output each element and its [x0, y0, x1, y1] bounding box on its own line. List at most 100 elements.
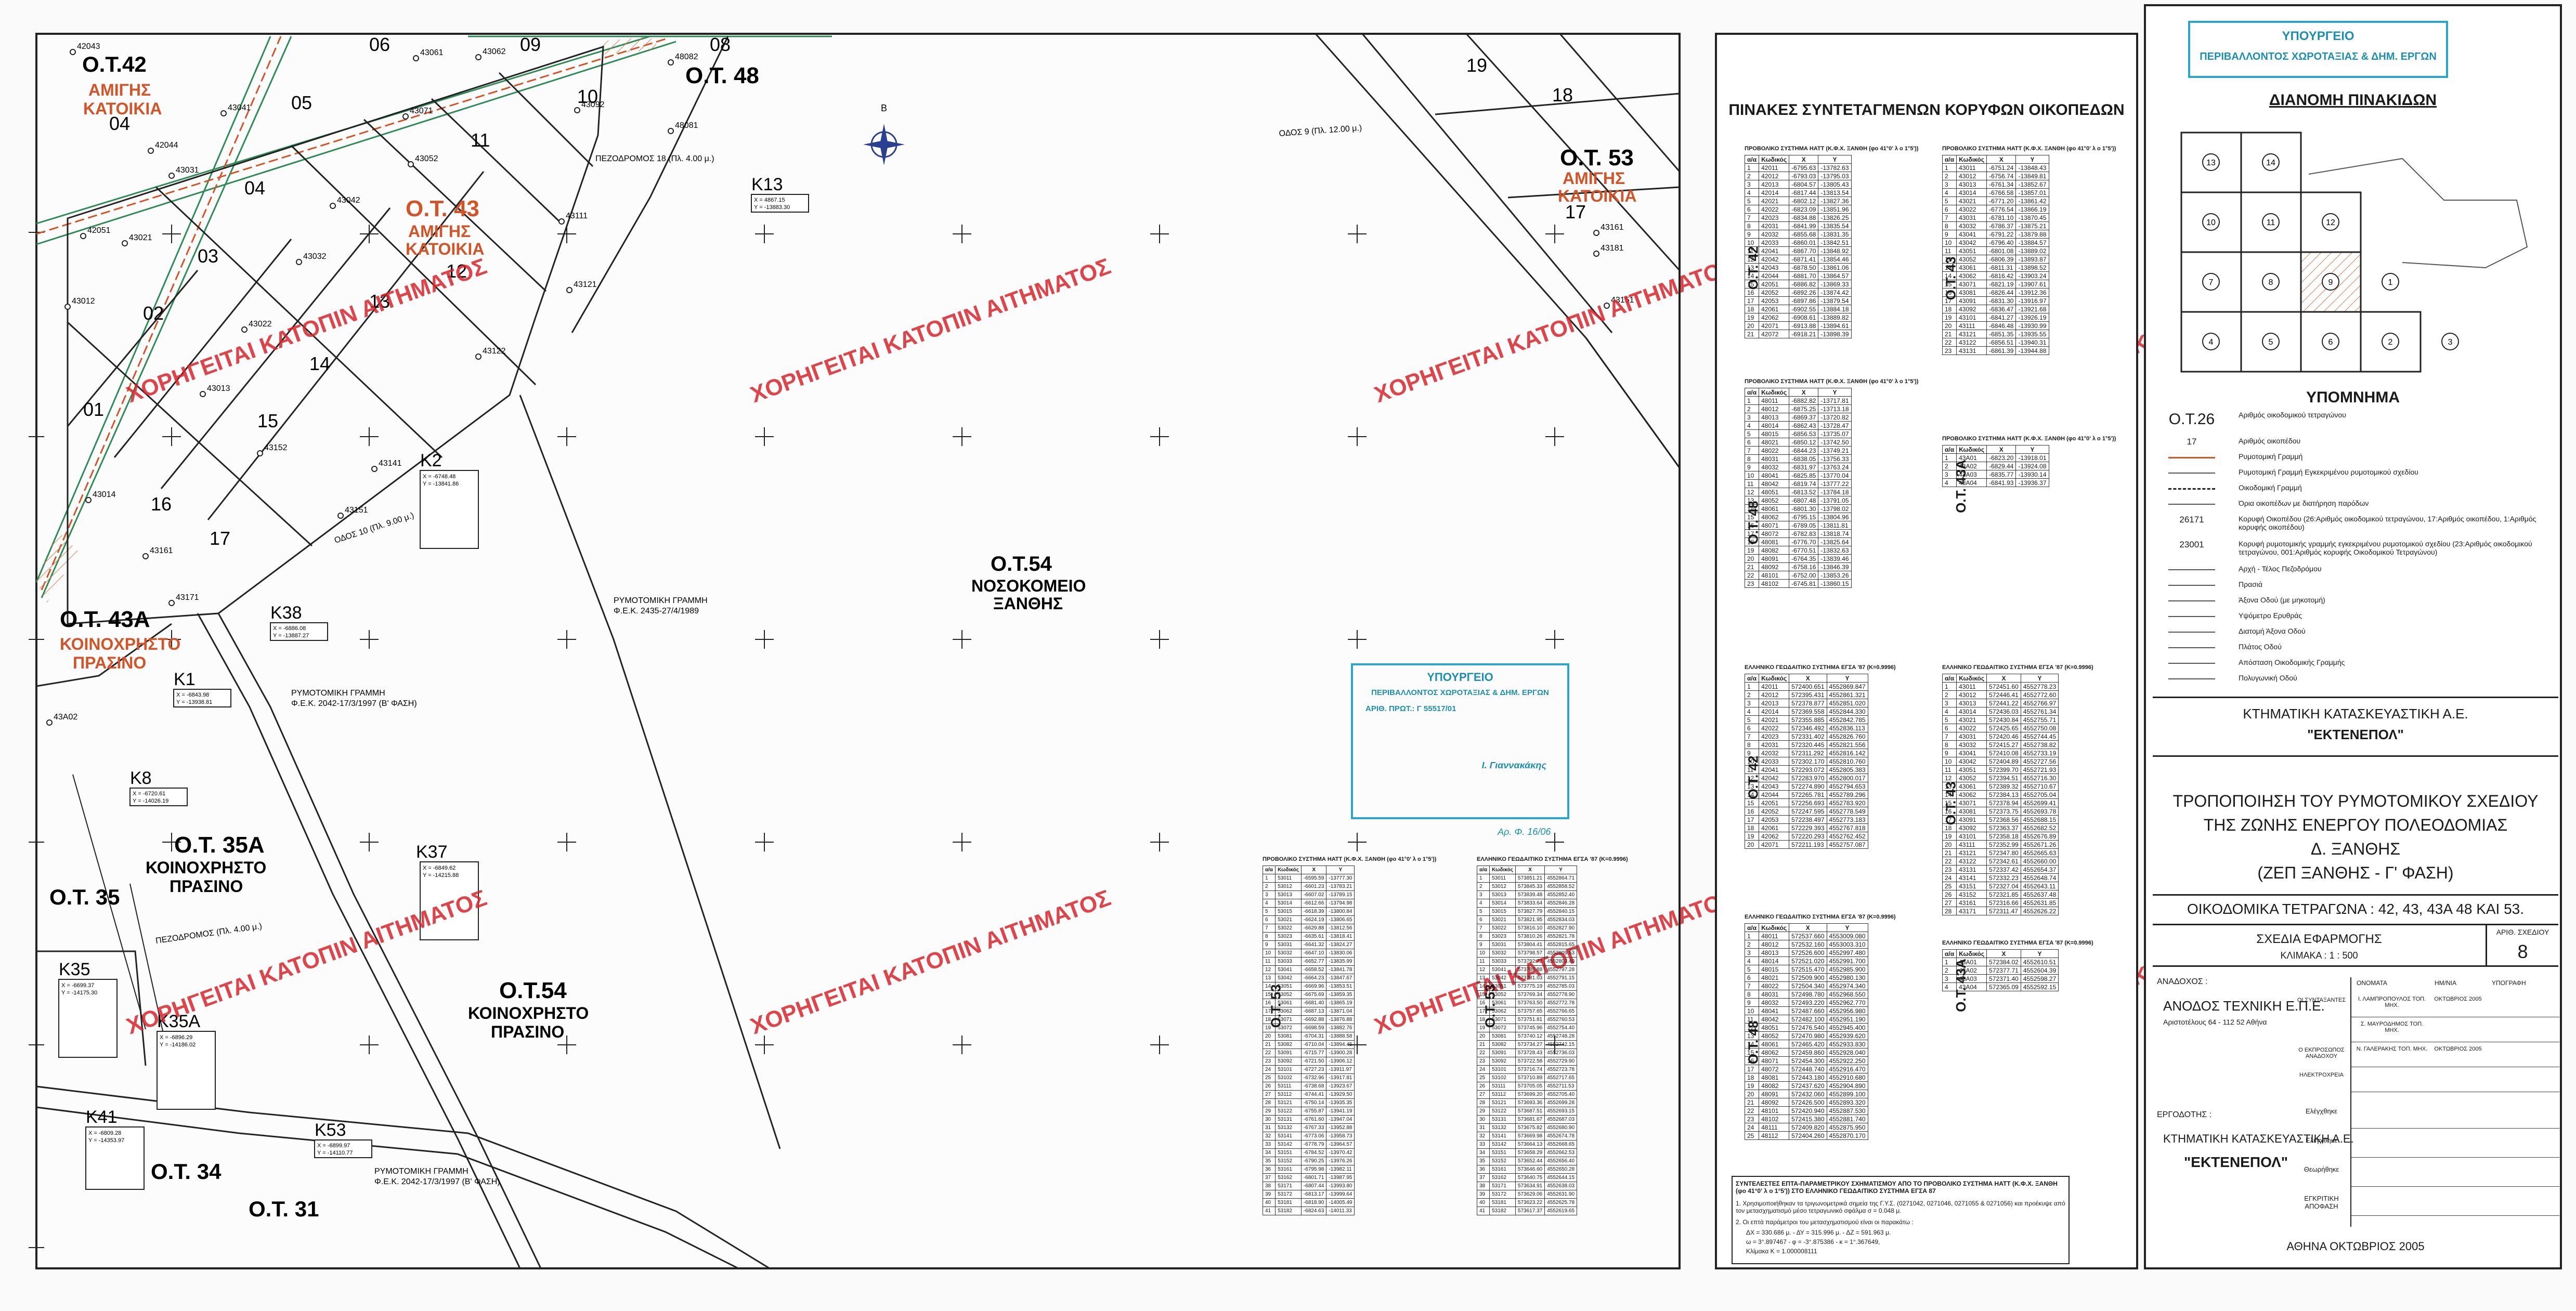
check-row-line — [2351, 1215, 2559, 1216]
table-cell: -13947.04 — [1326, 1115, 1355, 1124]
table-cell: 48112 — [1759, 1131, 1790, 1140]
table-header-cell: α/α — [1942, 949, 1957, 958]
parcel-19: 19 — [1466, 55, 1487, 76]
table-cell: 53182 — [1489, 1207, 1516, 1215]
table-cell: -6846.48 — [1986, 321, 2016, 330]
table-cell: 5 — [1744, 429, 1760, 438]
table-cell: 15 — [1942, 798, 1957, 807]
table-cell: -13841.78 — [1326, 965, 1355, 974]
block-OT53: Ο.Τ. 53 — [1560, 145, 1634, 171]
table-cell: -13911.97 — [1326, 1065, 1355, 1074]
table-cell: 43152 — [1956, 890, 1987, 899]
table-cell: 573687.51 — [1515, 1107, 1545, 1116]
table-cell: -6816.42 — [1986, 271, 2016, 280]
legend-symbol: 26171 — [2179, 515, 2204, 525]
table-cell: -6855.68 — [1789, 230, 1819, 239]
table-cell: 31 — [1476, 1123, 1490, 1132]
table-header-cell: Y — [1544, 866, 1578, 874]
table-cell: 42061 — [1759, 305, 1790, 313]
kpoint-K2: K2 — [420, 451, 442, 470]
table-cell: 572448.740 — [1789, 1065, 1827, 1073]
table-cell: 43A02 — [1956, 966, 1987, 975]
table-cell: 53172 — [1275, 1190, 1302, 1199]
table-cell: 43081 — [1956, 288, 1987, 297]
table-cell: -6612.66 — [1300, 899, 1327, 908]
map-frame — [35, 33, 1681, 1269]
table-cell: 43031 — [1956, 213, 1987, 222]
table-cell: 573646.60 — [1515, 1165, 1545, 1174]
table-cell: -6782.83 — [1789, 529, 1819, 538]
table-cell: 3 — [1744, 413, 1760, 422]
table-cell: 2 — [1942, 172, 1957, 180]
table-cell: 7 — [1942, 732, 1957, 741]
table-cell: 4552766.97 — [2020, 699, 2059, 707]
legend-text: Διατομή Άξονα Οδού — [2239, 627, 2306, 635]
table-cell: 42052 — [1759, 807, 1790, 816]
table-cell: 4552772.78 — [1544, 999, 1578, 1007]
table-cell: -13903.24 — [2015, 271, 2049, 280]
table-cell: 2 — [1942, 690, 1957, 699]
table-header-cell: X — [1300, 866, 1327, 874]
rl1-title: ΡΥΜΟΤΟΜΙΚΗ ΓΡΑΜΜΗ — [614, 596, 708, 605]
table-cell: 573810.26 — [1515, 932, 1545, 941]
table-cell: 7 — [1744, 213, 1760, 222]
table-cell: -13940.31 — [2015, 338, 2049, 347]
table-cell: -6871.41 — [1789, 255, 1819, 264]
table-cell: 21 — [1744, 1098, 1760, 1107]
block-OT35: Ο.Τ. 35 — [49, 885, 120, 909]
table-cell: -13842.51 — [1818, 238, 1852, 247]
legend-symbol: 17 — [2187, 437, 2197, 447]
check-label: Ελέγχθηκε — [2305, 1107, 2338, 1115]
vertex-marker — [70, 49, 76, 55]
table-cell: 573634.91 — [1515, 1182, 1545, 1190]
table-cell: 572504.340 — [1789, 981, 1827, 990]
table-cell: 4552791.15 — [1544, 974, 1578, 982]
table-cell: 4552821.556 — [1826, 740, 1868, 749]
table-cell: 53011 — [1275, 874, 1302, 883]
table-cell: 42021 — [1759, 196, 1790, 205]
table-cell: -13929.50 — [1326, 1090, 1355, 1099]
table-cell: 573798.57 — [1515, 949, 1545, 958]
table-cell: -6704.31 — [1300, 1032, 1327, 1041]
table-cell: 18 — [1744, 1073, 1760, 1082]
table-cell: -13851.96 — [1818, 205, 1852, 214]
kpoint-K35A-x: X = -6896.29 — [160, 1034, 192, 1041]
table-cell: -6851.35 — [1986, 330, 2016, 338]
table-cell: -6681.40 — [1300, 999, 1327, 1007]
table-cell: 4552852.40 — [1544, 890, 1578, 899]
sheet-number-circle — [2441, 333, 2459, 350]
kpoint-K37-x: X = -6849.62 — [423, 865, 456, 871]
table-cell: 4552668.65 — [1544, 1140, 1578, 1149]
table-cell: -6892.26 — [1789, 288, 1819, 297]
table-cell: 53171 — [1275, 1182, 1302, 1190]
ministry-stamp: ΥΠΟΥΡΓΕΙΟ ΠΕΡΙΒΑΛΛΟΝΤΟΣ ΧΩΡΟΤΑΞΙΑΣ & ΔΗΜ… — [2188, 21, 2448, 78]
table-cell: -13870.45 — [2015, 213, 2049, 222]
table-cell: 43092 — [1956, 823, 1987, 832]
table-cell: -6801.71 — [1300, 1173, 1327, 1182]
table-cell: 53041 — [1489, 965, 1516, 974]
table-cell: 3 — [1942, 180, 1957, 189]
table-cell: 4552997.480 — [1826, 948, 1868, 957]
table-cell: -13805.43 — [1818, 180, 1852, 189]
table-cell: -13893.87 — [2015, 255, 2049, 264]
kpoint-K35: K35 — [59, 960, 90, 979]
kpoint-K8: K8 — [130, 768, 152, 788]
table-cell: 48062 — [1759, 513, 1790, 521]
table-cell: 43062 — [1956, 790, 1987, 799]
table-cell: 4552755.71 — [2020, 715, 2059, 724]
table-cell: 53033 — [1489, 957, 1516, 966]
table-header-cell: Y — [2020, 674, 2059, 683]
table-cell: 572400.651 — [1789, 682, 1827, 691]
table-cell: 32 — [1262, 1132, 1276, 1140]
table-cell: 4552945.400 — [1826, 1023, 1868, 1032]
